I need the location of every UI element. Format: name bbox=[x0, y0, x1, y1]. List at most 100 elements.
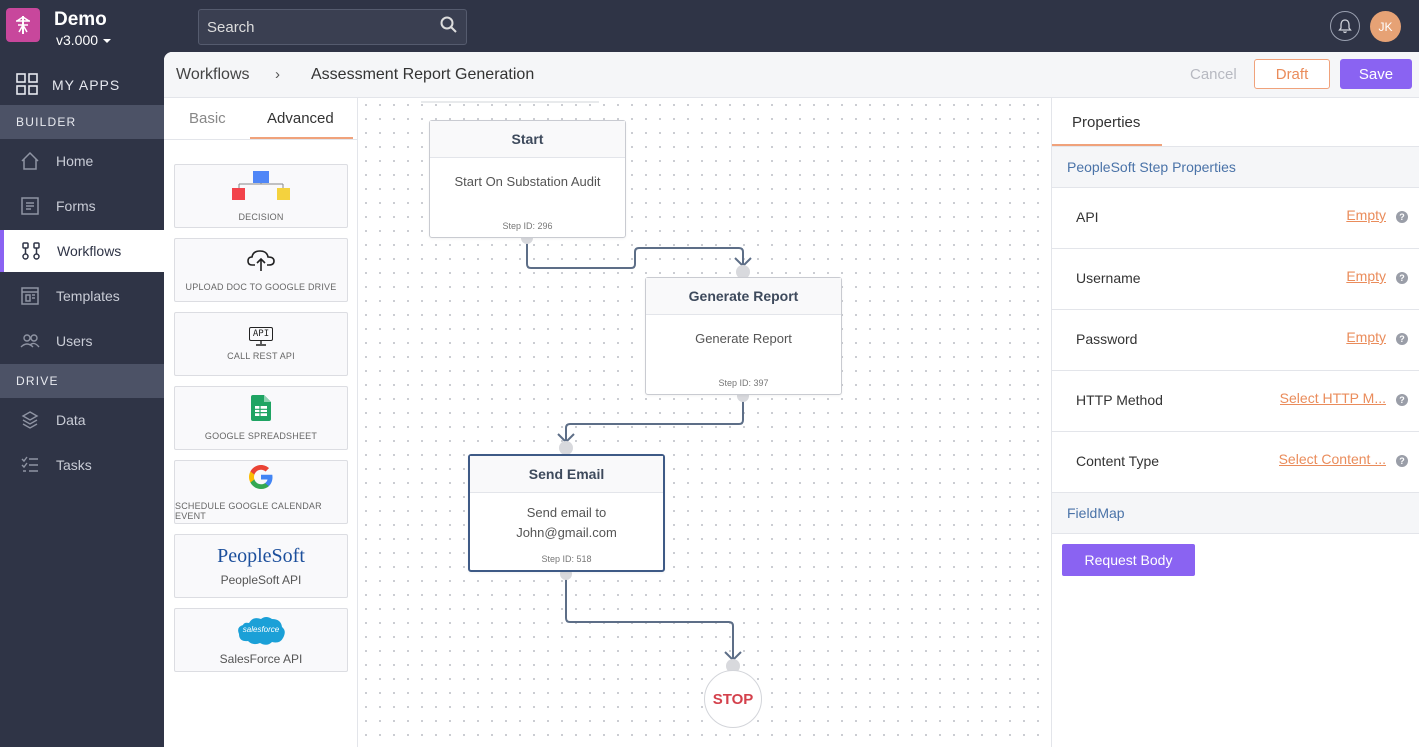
palette-item-label: DECISION bbox=[238, 212, 284, 222]
palette-item-upload-drive[interactable]: UPLOAD DOC TO GOOGLE DRIVE bbox=[174, 238, 348, 302]
sidebar-item-home[interactable]: Home bbox=[0, 140, 164, 182]
save-button[interactable]: Save bbox=[1340, 59, 1412, 89]
tab-divider bbox=[164, 139, 358, 140]
peoplesoft-properties-header: PeopleSoft Step Properties bbox=[1052, 147, 1419, 188]
peoplesoft-logo: PeopleSoft bbox=[217, 545, 305, 567]
workflow-node-generate-report[interactable]: Generate Report Generate Report Step ID:… bbox=[645, 277, 842, 395]
draft-button[interactable]: Draft bbox=[1254, 59, 1330, 89]
palette-item-label: SalesForce API bbox=[219, 651, 303, 666]
help-icon[interactable]: ? bbox=[1396, 333, 1408, 345]
palette-item-label: PeopleSoft API bbox=[220, 573, 302, 587]
tab-advanced[interactable]: Advanced bbox=[267, 110, 334, 127]
prop-label: Password bbox=[1076, 331, 1138, 347]
page-header: Workflows › Assessment Report Generation… bbox=[164, 52, 1419, 98]
prop-label: Username bbox=[1076, 270, 1141, 286]
templates-icon bbox=[20, 286, 40, 306]
palette-item-peoplesoft-api[interactable]: PeopleSoft PeopleSoft API bbox=[174, 534, 348, 598]
palette-item-label: SCHEDULE GOOGLE CALENDAR EVENT bbox=[175, 501, 322, 521]
workflows-icon bbox=[21, 241, 41, 261]
sidebar-item-label: Data bbox=[56, 412, 86, 428]
user-avatar[interactable]: JK bbox=[1370, 11, 1401, 42]
workflow-node-send-email[interactable]: Send Email Send email to John@gmail.com … bbox=[468, 454, 665, 572]
palette-item-label: GOOGLE SPREADSHEET bbox=[204, 431, 318, 441]
palette-item-google-calendar[interactable]: SCHEDULE GOOGLE CALENDAR EVENT bbox=[174, 460, 348, 524]
search-icon[interactable] bbox=[440, 16, 458, 39]
node-description: Start On Substation Audit bbox=[454, 174, 601, 189]
prop-value-link[interactable]: Select Content ... bbox=[1278, 451, 1386, 467]
node-title: Start bbox=[430, 121, 625, 158]
help-icon[interactable]: ? bbox=[1396, 211, 1408, 223]
workflow-node-start[interactable]: Start Start On Substation Audit Step ID:… bbox=[429, 120, 626, 238]
help-icon[interactable]: ? bbox=[1396, 394, 1408, 406]
my-apps-label: MY APPS bbox=[52, 77, 121, 93]
help-icon[interactable]: ? bbox=[1396, 455, 1408, 467]
prop-row-password: Password Empty ? bbox=[1052, 310, 1419, 371]
sidebar-item-data[interactable]: Data bbox=[0, 399, 164, 441]
sidebar-item-label: Workflows bbox=[57, 243, 122, 259]
prop-row-http-method: HTTP Method Select HTTP M... ? bbox=[1052, 371, 1419, 432]
active-tab-indicator bbox=[250, 137, 353, 139]
node-step-id: Step ID: 397 bbox=[718, 378, 769, 388]
step-palette: Basic Advanced DECISION UPLOAD DOC TO GO… bbox=[164, 98, 358, 747]
palette-item-call-rest-api[interactable]: API CALL REST API bbox=[174, 312, 348, 376]
top-bar: Demo v3.000 JK bbox=[0, 0, 1419, 52]
forms-icon bbox=[20, 196, 40, 216]
app-logo-icon[interactable] bbox=[6, 8, 40, 42]
help-icon[interactable]: ? bbox=[1396, 272, 1408, 284]
data-icon bbox=[20, 410, 40, 430]
home-icon bbox=[20, 151, 40, 171]
palette-item-salesforce-api[interactable]: salesforce SalesForce API bbox=[174, 608, 348, 672]
sidebar-item-label: Users bbox=[56, 333, 93, 349]
builder-section-header: BUILDER bbox=[0, 105, 164, 139]
api-icon: API bbox=[248, 327, 274, 346]
search-input[interactable] bbox=[207, 18, 440, 36]
drive-section-header: DRIVE bbox=[0, 364, 164, 398]
tasks-icon bbox=[20, 455, 40, 475]
prop-label: HTTP Method bbox=[1076, 392, 1163, 408]
tab-divider bbox=[1052, 146, 1419, 147]
prop-label: Content Type bbox=[1076, 453, 1160, 469]
cancel-button[interactable]: Cancel bbox=[1190, 66, 1237, 83]
node-description: Generate Report bbox=[695, 331, 792, 346]
active-tab-indicator bbox=[1052, 144, 1162, 146]
node-step-id: Step ID: 296 bbox=[502, 221, 553, 231]
sidebar-item-workflows[interactable]: Workflows bbox=[0, 230, 164, 272]
salesforce-logo: salesforce bbox=[235, 615, 287, 647]
sidebar-item-tasks[interactable]: Tasks bbox=[0, 444, 164, 486]
sidebar-item-label: Forms bbox=[56, 198, 96, 214]
prop-value-link[interactable]: Empty bbox=[1346, 268, 1386, 284]
decision-icon bbox=[229, 170, 293, 207]
sidebar-item-forms[interactable]: Forms bbox=[0, 185, 164, 227]
request-body-button[interactable]: Request Body bbox=[1062, 544, 1195, 576]
version-dropdown[interactable]: v3.000 bbox=[56, 32, 112, 48]
caret-down-icon bbox=[102, 32, 112, 48]
sidebar-item-label: Home bbox=[56, 153, 94, 169]
workflow-canvas[interactable]: Start Start On Substation Audit Step ID:… bbox=[359, 98, 1051, 747]
my-apps-link[interactable]: MY APPS bbox=[0, 70, 164, 100]
app-name: Demo bbox=[54, 9, 107, 30]
sidebar-item-templates[interactable]: Templates bbox=[0, 275, 164, 317]
prop-value-link[interactable]: Empty bbox=[1346, 207, 1386, 223]
sidebar-item-users[interactable]: Users bbox=[0, 320, 164, 362]
palette-item-label: UPLOAD DOC TO GOOGLE DRIVE bbox=[185, 282, 337, 292]
page-title: Assessment Report Generation bbox=[311, 66, 535, 83]
node-title: Send Email bbox=[470, 456, 663, 493]
tab-basic[interactable]: Basic bbox=[189, 110, 226, 127]
search-box[interactable] bbox=[198, 9, 467, 45]
notification-bell-icon[interactable] bbox=[1330, 11, 1360, 41]
version-label: v3.000 bbox=[56, 32, 99, 48]
breadcrumb-workflows[interactable]: Workflows bbox=[176, 66, 250, 83]
sidebar: MY APPS BUILDER Home Forms Workflows Tem… bbox=[0, 52, 164, 747]
stop-node[interactable]: STOP bbox=[704, 670, 762, 728]
tab-properties[interactable]: Properties bbox=[1072, 114, 1141, 131]
users-icon bbox=[20, 331, 40, 351]
palette-item-google-spreadsheet[interactable]: GOOGLE SPREADSHEET bbox=[174, 386, 348, 450]
sidebar-item-label: Tasks bbox=[56, 457, 92, 473]
palette-item-decision[interactable]: DECISION bbox=[174, 164, 348, 228]
grid-icon bbox=[16, 72, 38, 98]
prop-value-link[interactable]: Empty bbox=[1346, 329, 1386, 345]
cloud-upload-icon bbox=[247, 248, 275, 277]
prop-row-api: API Empty ? bbox=[1052, 188, 1419, 249]
node-step-id: Step ID: 518 bbox=[541, 554, 592, 564]
prop-value-link[interactable]: Select HTTP M... bbox=[1279, 390, 1386, 406]
